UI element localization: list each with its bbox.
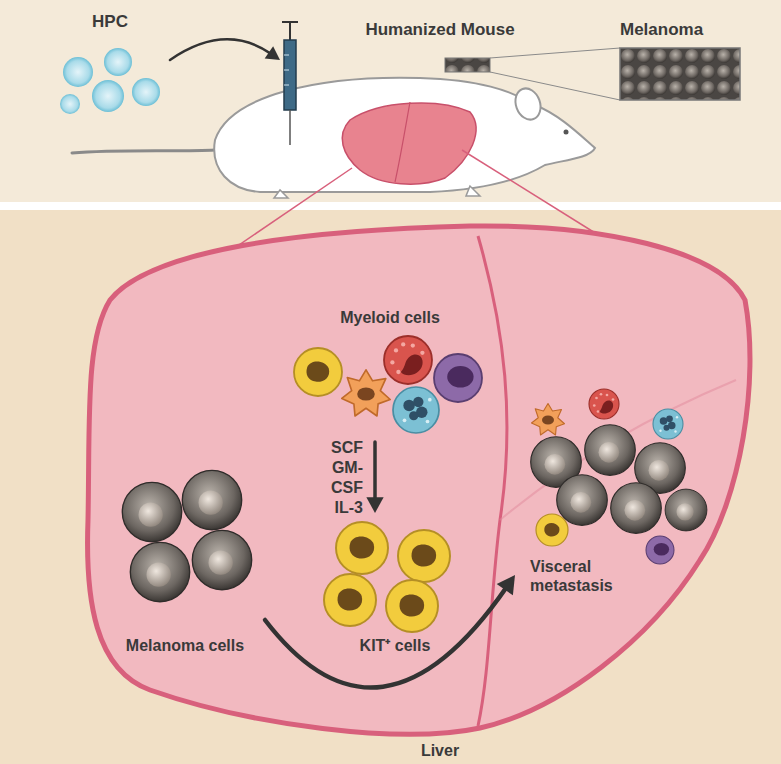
cell-group: Visceral metastasis — [515, 392, 700, 607]
cell-group: KIT⁺ cells — [310, 515, 480, 660]
cell-label: Myeloid cells — [290, 308, 490, 327]
cell-group: HPC — [50, 8, 170, 118]
cell-group: Melanoma cells — [105, 470, 265, 660]
cell-label: HPC — [74, 12, 146, 32]
cell-label: Melanoma cells — [105, 636, 265, 655]
cell-label: KIT⁺ cells — [310, 636, 480, 655]
cell-label: Humanized Mouse — [280, 20, 600, 40]
edge-label: SCF GM-CSF IL-3 — [331, 438, 363, 518]
tumor-box: Melanoma — [612, 12, 747, 107]
arrow-connector — [366, 442, 383, 513]
cell-label: Liver — [380, 741, 500, 760]
cell-group: Myeloid cells — [290, 305, 490, 440]
mouse-figure: Humanized Mouse — [280, 15, 600, 200]
arrow-connector — [265, 575, 515, 688]
cell-label: Visceral metastasis — [530, 557, 640, 595]
cell-label: Melanoma — [620, 20, 740, 40]
liver-organ: Liver Myeloid cellsMelanoma cells KIT⁺ cel… — [80, 218, 750, 762]
arrow-connector — [170, 39, 280, 60]
